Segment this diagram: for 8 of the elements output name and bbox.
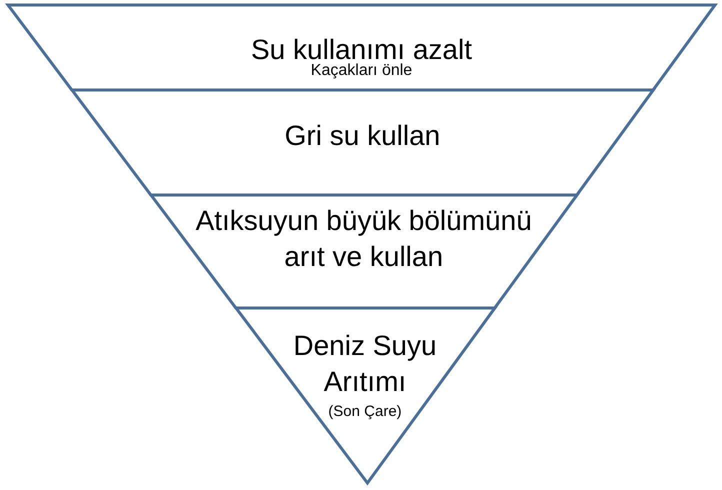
pyramid-tier xyxy=(150,195,577,308)
tier-note: Kaçakları önle xyxy=(310,62,412,80)
pyramid-tier xyxy=(72,90,654,195)
tier-title: Gri su kullan xyxy=(284,119,440,153)
pyramid-tier xyxy=(8,5,715,90)
tier-title: Deniz Suyu Arıtımı xyxy=(292,329,438,400)
tier-note: (Son Çare) xyxy=(328,402,402,420)
tier-title: Atıksuyun büyük bölümünü arıt ve kullan xyxy=(194,204,533,274)
